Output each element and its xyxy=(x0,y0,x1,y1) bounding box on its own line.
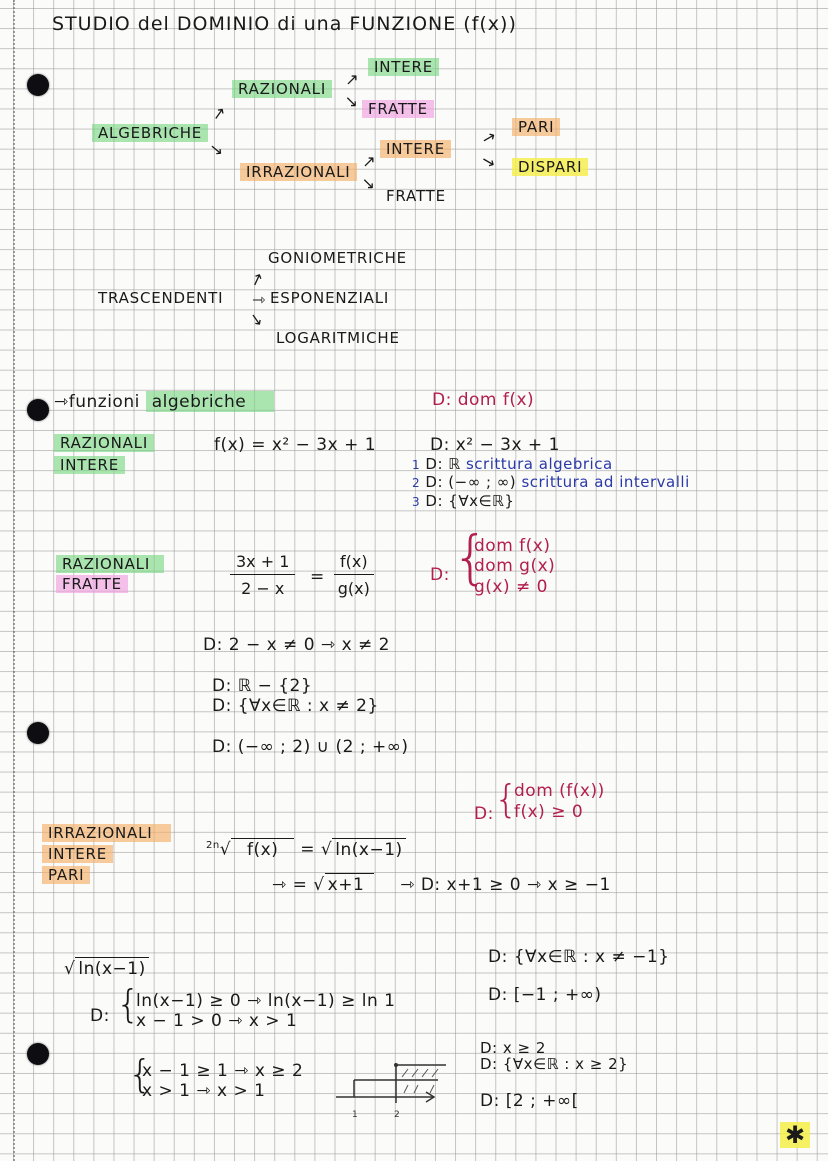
arrow-down-icon: → xyxy=(340,90,364,113)
arrow-right-icon: ⇾ xyxy=(252,290,266,309)
log-root: √ln(x−1) xyxy=(64,957,149,979)
notation-row: 3 D: {∀x∈ℝ} xyxy=(412,492,515,510)
number-line-graph: 1 2 xyxy=(336,1063,446,1120)
tag-intere: INTERE xyxy=(42,845,113,863)
result: D: {∀x∈ℝ : x ≠ −1} xyxy=(488,947,670,967)
function-expression: f(x) = x² − 3x + 1 xyxy=(214,435,377,455)
arrow-up-icon: → xyxy=(245,269,269,290)
brace-icon: { xyxy=(116,982,141,1026)
arrow-up-icon: → xyxy=(207,102,231,125)
punch-hole xyxy=(27,1043,49,1065)
label-razionali: RAZIONALI xyxy=(232,80,333,98)
example-row: ⇾ = √x+1 ⇾ D: x+1 ≥ 0 ⇾ x ≥ −1 xyxy=(272,873,611,895)
arrow-right-icon: ⇾ = xyxy=(272,875,308,895)
domain-label: D: xyxy=(430,565,450,585)
label-trascendenti: TRASCENDENTI xyxy=(98,289,224,307)
condition: dom g(x) xyxy=(474,556,556,576)
star-icon: ✱ xyxy=(780,1122,810,1148)
notation-row: 2 D: (−∞ ; ∞) scrittura ad intervalli xyxy=(412,473,690,491)
arrow-down-icon: → xyxy=(357,172,381,195)
condition: f(x) ≥ 0 xyxy=(514,802,584,822)
arrow-right-icon: ⇾ xyxy=(54,392,69,412)
brace-icon: { xyxy=(494,777,519,821)
root-expression: 2n√f(x) = √ln(x−1) xyxy=(206,837,406,860)
arrow-up-icon: → xyxy=(340,68,364,91)
tag-irrazionali: IRRAZIONALI xyxy=(42,824,171,842)
arrow-up-icon: → xyxy=(478,125,500,150)
label-goniometriche: GONIOMETRICHE xyxy=(268,249,407,267)
label-irrazionali-intere: intere xyxy=(380,140,451,158)
result: D: x ≥ 2 xyxy=(480,1039,546,1057)
tag-razionali: RAZIONALI xyxy=(56,555,165,573)
notation-row: 1 D: ℝ scrittura algebrica xyxy=(412,455,613,473)
arrow-down-icon: → xyxy=(478,149,500,174)
system-row: x − 1 > 0 ⇾ x > 1 xyxy=(136,1011,298,1031)
tag-pari: pari xyxy=(42,866,91,884)
condition: dom (f(x)) xyxy=(514,781,605,801)
arrow-down-icon: → xyxy=(245,308,269,331)
tag-fratte: FRATTE xyxy=(56,575,128,593)
label-algebriche: ALGEBRICHE xyxy=(92,124,209,142)
step: D: (−∞ ; 2) ∪ (2 ; +∞) xyxy=(212,737,409,757)
label-dispari: dispari xyxy=(512,158,589,176)
result: D: {∀x∈ℝ : x ≥ 2} xyxy=(480,1055,629,1073)
section-heading-algebriche: ⇾funzioni algebriche xyxy=(54,391,275,412)
domain-label: D: xyxy=(474,804,494,824)
domain-definition: D: dom f(x) xyxy=(432,390,535,410)
label-razionali-intere: intere xyxy=(368,58,439,76)
system-row: x > 1 ⇾ x > 1 xyxy=(142,1081,266,1101)
label-pari: pari xyxy=(512,118,561,136)
result: D: [−1 ; +∞) xyxy=(488,985,602,1005)
punch-hole xyxy=(27,722,49,744)
fraction-example: 3x + 1 2 − x xyxy=(230,552,296,598)
heading-prefix: funzioni xyxy=(68,392,140,412)
result: D: [2 ; +∞[ xyxy=(480,1091,579,1111)
label-esponenziali: ESPONENZIALI xyxy=(270,289,390,307)
system-row: ln(x−1) ≥ 0 ⇾ ln(x−1) ≥ ln 1 xyxy=(136,991,396,1011)
step: D: ℝ − {2} xyxy=(212,676,313,696)
brace-icon: { xyxy=(128,1052,153,1096)
domain-label: D: xyxy=(90,1006,110,1026)
domain-expression: D: x² − 3x + 1 xyxy=(430,435,560,455)
step: D: 2 − x ≠ 0 ⇾ x ≠ 2 xyxy=(203,635,390,655)
system-row: x − 1 ≥ 1 ⇾ x ≥ 2 xyxy=(142,1061,304,1081)
label-irrazionali: IRRAZIONALI xyxy=(240,163,357,181)
tag-intere: INTERE xyxy=(54,456,125,474)
arrow-up-icon: → xyxy=(357,150,381,173)
equals-sign: = xyxy=(310,567,325,587)
brace-icon: { xyxy=(452,523,489,591)
fraction-general: f(x) g(x) xyxy=(334,552,374,598)
step: D: {∀x∈ℝ : x ≠ 2} xyxy=(212,696,379,716)
arrow-down-icon: → xyxy=(205,137,228,162)
tick-label: 2 xyxy=(394,1110,400,1120)
margin-line xyxy=(13,0,15,1161)
tick-label: 1 xyxy=(352,1110,358,1120)
page-title: STUDIO del DOMINIO di una FUNZIONE (f(x)… xyxy=(52,13,517,35)
label-logaritmiche: LOGARITMICHE xyxy=(276,329,400,347)
condition: g(x) ≠ 0 xyxy=(474,577,548,597)
condition: dom f(x) xyxy=(474,536,551,556)
label-irrazionali-fratte: fratte xyxy=(386,187,446,205)
tag-razionali: RAZIONALI xyxy=(54,434,155,452)
label-razionali-fratte: fratte xyxy=(362,100,434,118)
punch-hole xyxy=(27,74,49,96)
punch-hole xyxy=(27,399,49,421)
heading-highlight: algebriche xyxy=(145,391,275,412)
